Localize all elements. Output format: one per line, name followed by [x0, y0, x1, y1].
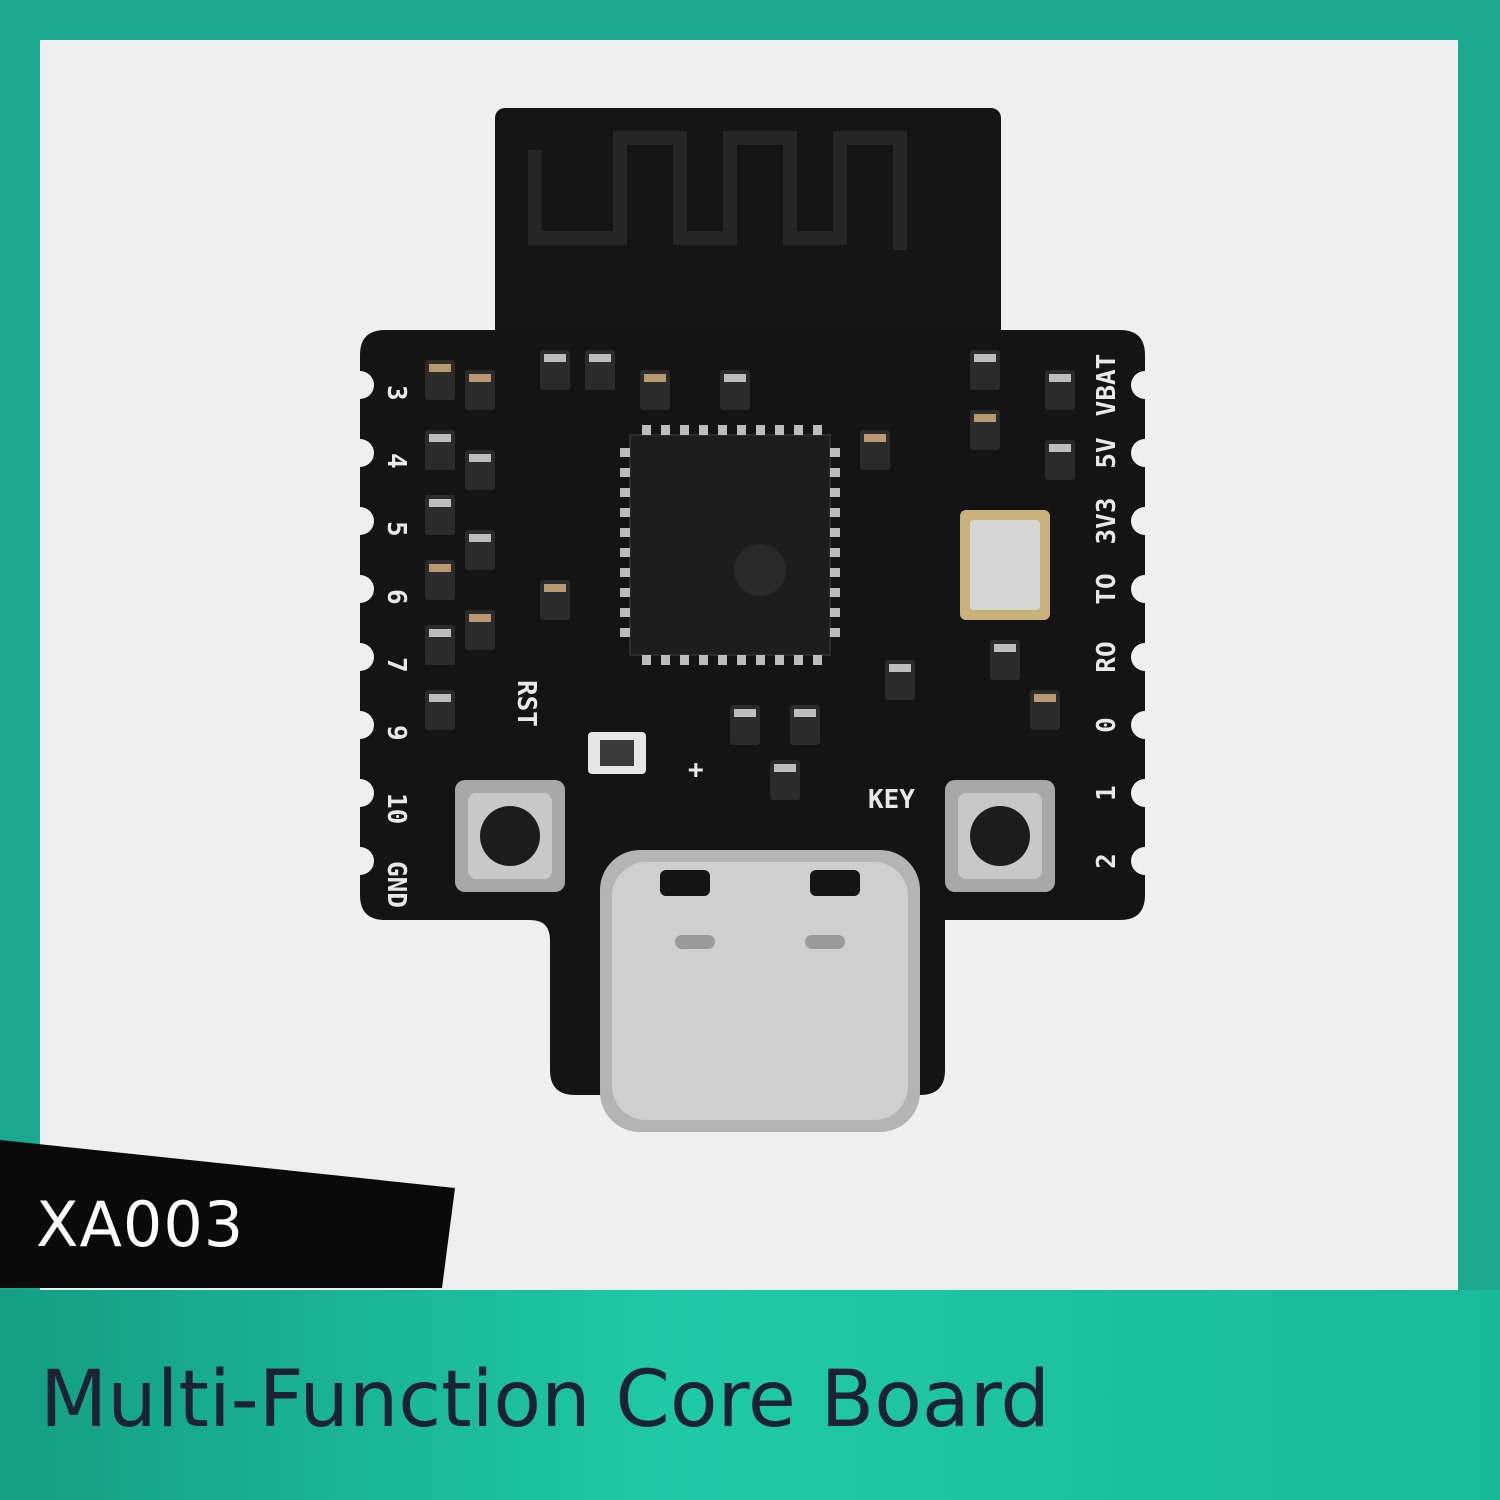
chip-pin [620, 508, 630, 517]
left-pin-label: 4 [381, 453, 411, 469]
right-pin-label: 5V [1092, 437, 1122, 468]
chip-pin [775, 655, 784, 665]
left-pin-label: 7 [381, 657, 411, 673]
castellated-pad [346, 575, 374, 603]
antenna-trace [528, 131, 907, 250]
left-pin-label: 10 [381, 793, 411, 824]
chip-pin [794, 655, 803, 665]
right-pin-label: RO [1092, 641, 1122, 672]
esp32-chip [629, 434, 831, 656]
left-pin-label: 6 [381, 589, 411, 605]
key-label: KEY [868, 785, 915, 815]
right-pin-label: 2 [1092, 853, 1122, 869]
right-pin-label: 0 [1092, 717, 1122, 733]
castellated-pad [1131, 371, 1159, 399]
chip-pin [620, 608, 630, 617]
castellated-pad [1131, 507, 1159, 535]
espressif-logo-icon [734, 544, 786, 596]
castellated-pad [1131, 575, 1159, 603]
chip-pin [642, 425, 651, 435]
chip-pin [756, 425, 765, 435]
chip-pin [830, 528, 840, 537]
model-number: XA003 [36, 1188, 245, 1261]
chip-pin [661, 655, 670, 665]
right-pin-label: 1 [1092, 785, 1122, 801]
castellated-pad [346, 847, 374, 875]
model-tag [0, 1140, 455, 1288]
chip-pin [737, 655, 746, 665]
chip-pin [830, 508, 840, 517]
key-button[interactable] [945, 780, 1055, 892]
chip-pin [718, 655, 727, 665]
chip-pin [620, 568, 630, 577]
castellated-pad [1131, 779, 1159, 807]
castellated-pad [1131, 711, 1159, 739]
chip-pin [718, 425, 727, 435]
chip-pin [737, 425, 746, 435]
chip-pin [830, 488, 840, 497]
right-pin-label: TO [1092, 573, 1122, 604]
chip-pin [830, 548, 840, 557]
chip-pin [620, 488, 630, 497]
chip-pin [620, 548, 630, 557]
chip-pin [620, 448, 630, 457]
chip-pin [813, 425, 822, 435]
chip-pin [830, 628, 840, 637]
left-pin-label: 3 [381, 385, 411, 401]
chip-pin [775, 425, 784, 435]
chip-pin [830, 608, 840, 617]
castellated-pad [1131, 847, 1159, 875]
chip-pin [830, 448, 840, 457]
chip-pin [620, 468, 630, 477]
rst-label: RST [511, 680, 541, 727]
chip-pin [680, 655, 689, 665]
left-pin-label: GND [381, 861, 411, 908]
castellated-pad [346, 439, 374, 467]
chip-pin [680, 425, 689, 435]
castellated-pad [346, 371, 374, 399]
chip-pin [699, 425, 708, 435]
chip-pin [642, 655, 651, 665]
chip-pins [620, 425, 840, 665]
castellated-pad [1131, 643, 1159, 671]
chip-pin [620, 528, 630, 537]
chip-pin [830, 588, 840, 597]
usb-c-connector [600, 850, 920, 1132]
castellated-pad [346, 507, 374, 535]
chip-pin [620, 588, 630, 597]
rst-button[interactable] [455, 780, 565, 892]
castellated-pad [346, 643, 374, 671]
chip-pin [756, 655, 765, 665]
right-pin-label: 3V3 [1092, 498, 1122, 545]
chip-pin [661, 425, 670, 435]
left-pin-label: 5 [381, 521, 411, 537]
castellated-pads [346, 371, 1159, 875]
right-pin-label: VBAT [1092, 354, 1122, 417]
chip-pin [699, 655, 708, 665]
castellated-pad [346, 711, 374, 739]
title-banner [0, 1290, 1500, 1500]
chip-pin [830, 468, 840, 477]
chip-pin [794, 425, 803, 435]
left-pin-label: 9 [381, 725, 411, 741]
chip-pin [813, 655, 822, 665]
castellated-pad [346, 779, 374, 807]
smd-components [425, 350, 1075, 800]
chip-pin [830, 568, 840, 577]
castellated-pad [1131, 439, 1159, 467]
product-title: Multi-Function Core Board [40, 1355, 1050, 1445]
plus-label: + [688, 755, 704, 785]
chip-pin [620, 628, 630, 637]
